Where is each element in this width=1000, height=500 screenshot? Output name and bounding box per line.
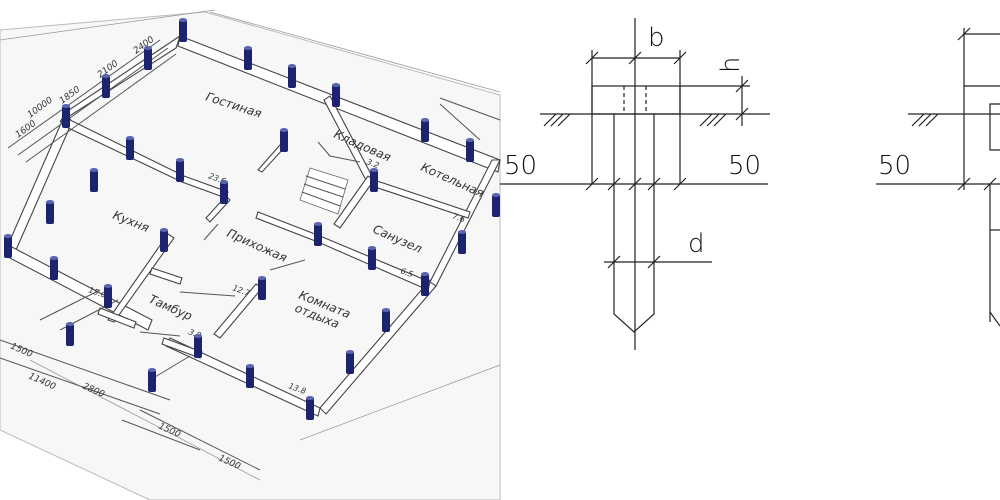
screw-pile <box>62 104 70 128</box>
screw-pile <box>176 158 184 182</box>
screw-pile <box>220 180 228 204</box>
tick <box>607 255 621 269</box>
screw-pile <box>306 396 314 420</box>
porch-line <box>149 355 191 381</box>
area-label: 3.2 <box>365 157 380 170</box>
diameter-label-d: d <box>688 229 705 259</box>
paper-edge <box>209 11 501 93</box>
pile-body <box>989 103 1000 151</box>
offset-label-right: 50 <box>728 151 761 181</box>
tick <box>735 107 749 121</box>
tick <box>673 177 687 191</box>
screw-pile <box>280 128 288 152</box>
tick <box>647 177 661 191</box>
porch-line <box>39 289 101 321</box>
screw-pile <box>346 350 354 374</box>
area-label: 7.6 <box>451 211 466 224</box>
screw-pile <box>179 18 187 42</box>
stairs <box>299 141 361 215</box>
pile-group <box>4 18 500 420</box>
tick <box>628 51 642 65</box>
ground-hatch <box>543 113 727 127</box>
left-dimension-lines <box>7 39 177 163</box>
bottom-dimension-lines <box>0 339 261 471</box>
screw-pile <box>90 168 98 192</box>
leader-line <box>203 223 219 241</box>
screw-pile <box>314 222 322 246</box>
screw-pile <box>246 364 254 388</box>
paper-edge <box>0 9 216 41</box>
tick <box>673 51 687 65</box>
paper-sheet <box>0 11 501 500</box>
ground-hatch <box>911 113 939 127</box>
offset-label-left: 50 <box>504 151 537 181</box>
pile-section-detail: b h 50 50 d <box>500 18 770 350</box>
screw-pile <box>458 230 466 254</box>
width-label-b: b <box>648 23 665 53</box>
tick <box>647 255 661 269</box>
porch-line <box>439 103 481 141</box>
tick <box>735 79 749 93</box>
leader-line <box>139 331 181 337</box>
floor-plan: Гостиная Кладовая Котельная Кухня Прихож… <box>0 9 501 500</box>
screw-pile <box>104 284 112 308</box>
tick <box>957 177 971 191</box>
pile-body <box>613 114 655 333</box>
offset-label-left: 50 <box>878 151 911 181</box>
area-label: 6.5 <box>399 266 414 279</box>
screw-pile <box>148 368 156 392</box>
inner-wall <box>97 307 137 329</box>
screw-pile <box>4 234 12 258</box>
paper-edge <box>29 359 261 481</box>
screw-pile <box>288 64 296 88</box>
screw-pile <box>421 118 429 142</box>
screw-pile <box>466 138 474 162</box>
screw-pile <box>50 256 58 280</box>
screw-pile <box>421 272 429 296</box>
screw-pile <box>160 228 168 252</box>
grillage-cap <box>591 85 681 115</box>
screw-pile <box>370 168 378 192</box>
tick <box>585 177 599 191</box>
height-label-h: h <box>716 57 746 73</box>
tick <box>585 51 599 65</box>
screw-pile <box>332 83 340 107</box>
pile-section-detail-partial: 50 <box>876 27 1000 327</box>
porch-line <box>439 97 501 121</box>
screw-pile <box>382 308 390 332</box>
screw-pile <box>144 46 152 70</box>
screw-pile <box>46 200 54 224</box>
screw-pile <box>368 246 376 270</box>
paper-edge <box>299 364 501 441</box>
screw-pile <box>492 193 500 217</box>
screw-pile <box>194 334 202 358</box>
inner-wall <box>149 267 183 285</box>
screw-pile <box>102 74 110 98</box>
pile-tip <box>989 311 1000 327</box>
leader-line <box>269 259 306 271</box>
tick <box>607 177 621 191</box>
leader-line <box>179 291 236 297</box>
tick <box>628 177 642 191</box>
screw-pile <box>66 322 74 346</box>
screw-pile <box>126 136 134 160</box>
screw-pile <box>258 276 266 300</box>
inner-wall <box>107 233 175 323</box>
screw-pile <box>244 46 252 70</box>
